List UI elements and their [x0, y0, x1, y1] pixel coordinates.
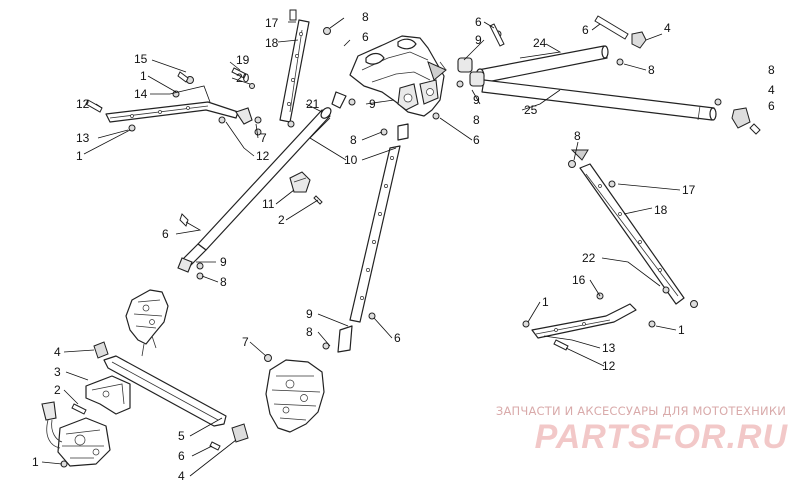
callout-1: 1	[542, 295, 549, 309]
callout-20: 20	[236, 71, 250, 85]
callout-16: 16	[572, 273, 586, 287]
callout-14: 14	[134, 87, 148, 101]
callout-17: 17	[265, 16, 279, 30]
direction-arrow-icon	[427, 61, 447, 81]
callout-2: 2	[54, 383, 61, 397]
callout-1: 1	[76, 149, 83, 163]
bushings-9-top	[456, 23, 505, 88]
callout-8: 8	[306, 325, 313, 339]
callout-22: 22	[582, 251, 596, 265]
chassis-fragment-center	[264, 354, 325, 433]
callout-4: 4	[178, 469, 185, 483]
bracket-13-left	[85, 67, 262, 136]
watermark-logo: PARTSFOR.RU	[534, 418, 788, 456]
callout-12: 12	[76, 97, 90, 111]
callout-8: 8	[220, 275, 227, 289]
callout-4: 4	[54, 345, 61, 359]
watermark-caption: ЗАПЧАСТИ И АКСЕССУАРЫ ДЛЯ МОТОТЕХНИКИ	[495, 404, 786, 418]
callout-1: 1	[140, 69, 147, 83]
callout-9: 9	[473, 93, 480, 107]
callout-9: 9	[220, 255, 227, 269]
main-diagonal-tube	[177, 91, 356, 273]
callout-8: 8	[574, 129, 581, 143]
callout-6: 6	[475, 15, 482, 29]
callout-labels: 17 8 18 6 6 9 24 6 4 8 15 1 19 14 20 21 …	[32, 10, 775, 483]
callout-6: 6	[178, 449, 185, 463]
callout-18: 18	[654, 203, 668, 217]
leader-lines	[41, 17, 681, 477]
callout-9: 9	[306, 307, 313, 321]
bracket-3	[71, 375, 131, 415]
callout-4: 4	[768, 83, 775, 97]
callout-6: 6	[768, 99, 775, 113]
callout-8: 8	[473, 113, 480, 127]
callout-6: 6	[473, 133, 480, 147]
callout-1: 1	[32, 455, 39, 469]
callout-25: 25	[524, 103, 538, 117]
callout-13: 13	[602, 341, 616, 355]
callout-8: 8	[350, 133, 357, 147]
callout-11: 11	[262, 197, 275, 211]
callout-5: 5	[178, 429, 185, 443]
callout-6: 6	[362, 30, 369, 44]
callout-3: 3	[54, 365, 61, 379]
hardware-top-right	[594, 15, 761, 135]
grommet-11	[289, 171, 323, 205]
callout-13: 13	[76, 131, 90, 145]
lower-bar-5	[93, 341, 249, 451]
callout-10: 10	[344, 153, 358, 167]
brace-18-right	[568, 149, 698, 308]
callout-15: 15	[134, 52, 148, 66]
callout-9: 9	[475, 33, 482, 47]
callout-6: 6	[162, 227, 169, 241]
actuator-assembly	[41, 401, 111, 468]
callout-18: 18	[265, 36, 279, 50]
callout-2: 2	[278, 213, 285, 227]
callout-9: 9	[369, 97, 376, 111]
tube-24	[475, 45, 609, 84]
tube-25	[481, 79, 717, 121]
callout-6: 6	[582, 23, 589, 37]
center-tube-10	[322, 112, 440, 353]
callout-8: 8	[362, 10, 369, 24]
brace-18-top	[279, 9, 331, 128]
callout-8: 8	[768, 63, 775, 77]
callout-12: 12	[602, 359, 616, 373]
callout-8: 8	[648, 63, 655, 77]
callout-6: 6	[394, 331, 401, 345]
callout-17: 17	[682, 183, 696, 197]
callout-19: 19	[236, 53, 250, 67]
callout-12: 12	[256, 149, 270, 163]
callout-21: 21	[306, 97, 320, 111]
bracket-13-right	[522, 292, 656, 351]
callout-7: 7	[260, 131, 267, 145]
upper-bracket-housing	[349, 35, 447, 117]
callout-24: 24	[533, 36, 547, 50]
callout-4: 4	[664, 21, 671, 35]
callout-7: 7	[242, 335, 249, 349]
chassis-fragment-left	[125, 289, 169, 357]
callout-1: 1	[678, 323, 685, 337]
